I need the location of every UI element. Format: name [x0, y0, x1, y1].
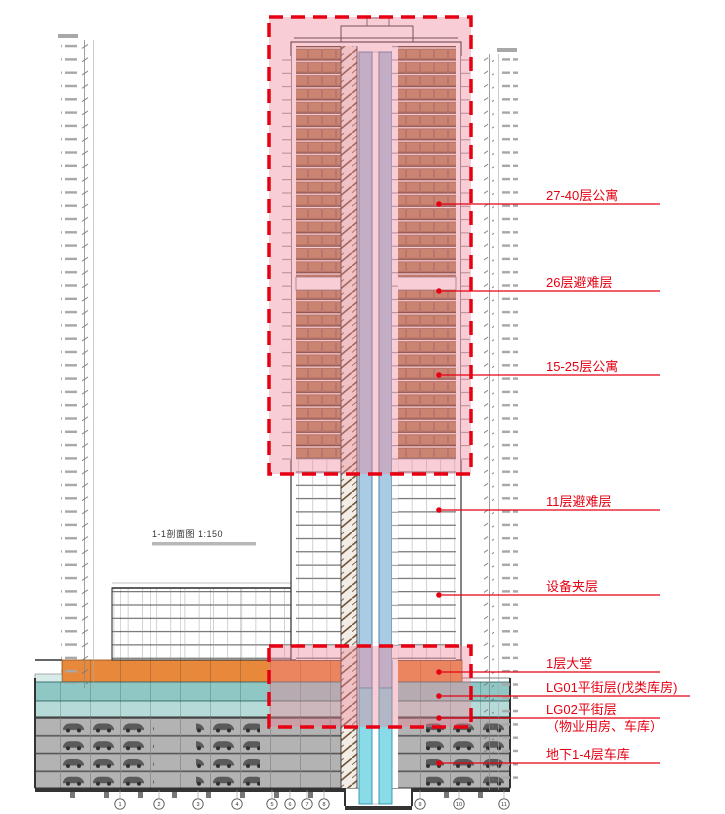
annotation-text: 设备夹层: [546, 579, 598, 594]
svg-text:11: 11: [501, 802, 507, 808]
elevator-shaft-1-basement: [358, 687, 373, 805]
grid-bubble: 10: [453, 790, 465, 810]
foundation-slab-left: [35, 788, 345, 792]
svg-text:8: 8: [322, 802, 325, 808]
leader-dot: [436, 760, 442, 766]
annotation-text: LG02平街层: [546, 702, 617, 717]
stair-shaft: [341, 46, 357, 788]
leader-dot: [436, 715, 442, 721]
annotation-text: 26层避难层: [546, 275, 612, 290]
annotation-lobby-1f: 1层大堂: [436, 656, 660, 675]
grid-bubble: 6: [284, 790, 296, 810]
annotation-text: 地下1-4层车库: [546, 747, 630, 762]
drawing-title-text: 1-1剖面图 1:150: [152, 528, 223, 539]
svg-text:5: 5: [270, 802, 273, 808]
annotation-equipment-mezzanine: 设备夹层: [436, 579, 660, 598]
annotation-lg01: LG01平街层(戊类库房): [436, 680, 690, 699]
elevator-shaft-2-basement: [378, 687, 393, 805]
annotation-apartments-15-25: 15-25层公寓: [436, 359, 660, 378]
right-chain-ticks: [484, 56, 494, 786]
leader-dot: [436, 201, 442, 207]
grid-bubble: 5: [266, 790, 278, 810]
left-top-elevation: [58, 34, 78, 38]
balcony-slabs-left: [282, 56, 291, 460]
parked-cars-middle: [196, 719, 260, 788]
foundation-slab-right: [412, 788, 510, 792]
annotation-lg02: LG02平街层 （物业用房、车库）: [436, 702, 663, 734]
left-dimension-chain: [58, 34, 94, 688]
leader-dot: [436, 372, 442, 378]
annotation-text: LG01平街层(戊类库房): [546, 680, 677, 695]
annotation-text-line2: （物业用房、车库）: [546, 719, 663, 734]
grid-bubble: 8: [318, 790, 330, 810]
pit-slab: [345, 806, 412, 810]
parked-cars-right: [426, 719, 510, 788]
foundation-piles-right: [418, 792, 508, 800]
corridor-strip: [392, 46, 398, 660]
leader-dot: [436, 288, 442, 294]
annotation-text: 27-40层公寓: [546, 188, 618, 203]
foundation-piles-left: [45, 792, 340, 800]
right-top-elevation: [497, 48, 517, 52]
highlight-upper-region: [267, 15, 473, 476]
annotation-text: 15-25层公寓: [546, 359, 618, 374]
parked-cars-left: [62, 719, 154, 788]
balcony-slabs-right: [461, 56, 470, 460]
grid-bubble: 9: [414, 790, 426, 810]
svg-text:9: 9: [418, 802, 421, 808]
right-dimension-chain: [484, 48, 518, 790]
annotation-labels: 27-40层公寓 26层避难层 15-25层公寓 11层避难层 设备夹层 1层大…: [436, 188, 690, 766]
grid-bubbles: 1 2 3 4 5 6 7: [114, 790, 510, 810]
svg-text:6: 6: [288, 802, 291, 808]
annotation-basement-garage: 地下1-4层车库: [436, 747, 660, 766]
annotation-refuge-11: 11层避难层: [436, 494, 660, 513]
leader-dot: [436, 693, 442, 699]
svg-text:7: 7: [305, 802, 308, 808]
grid-bubble: 4: [231, 790, 243, 810]
right-elevation-values: [502, 56, 518, 786]
svg-text:1: 1: [118, 802, 121, 808]
leader-dot: [436, 592, 442, 598]
left-chain-ticks: [79, 44, 89, 684]
drawing-note-blur: [152, 542, 256, 546]
leader-dot: [436, 507, 442, 513]
grid-bubble: 7: [301, 790, 313, 810]
svg-text:2: 2: [157, 802, 160, 808]
left-terrace-step: [34, 673, 63, 683]
grid-bubble: 3: [192, 790, 204, 810]
left-elevation-values: [61, 44, 77, 684]
grid-bubble: 11: [498, 790, 510, 810]
annotation-text: 11层避难层: [546, 494, 612, 509]
svg-text:4: 4: [235, 802, 238, 808]
annex-building: [111, 582, 292, 661]
grid-bubble: 1: [114, 790, 126, 810]
annotation-apartments-27-40: 27-40层公寓: [436, 188, 660, 207]
grid-bubble: 2: [153, 790, 165, 810]
highlight-lower-region: [267, 644, 473, 729]
svg-text:10: 10: [456, 802, 462, 808]
annex-columns: [112, 588, 291, 660]
annotation-text: 1层大堂: [546, 656, 592, 671]
elevator-core: [340, 46, 398, 805]
svg-text:3: 3: [196, 802, 199, 808]
leader-dot: [436, 669, 442, 675]
annotation-refuge-26: 26层避难层: [436, 275, 660, 294]
drawing-title: 1-1剖面图 1:150: [152, 528, 256, 546]
